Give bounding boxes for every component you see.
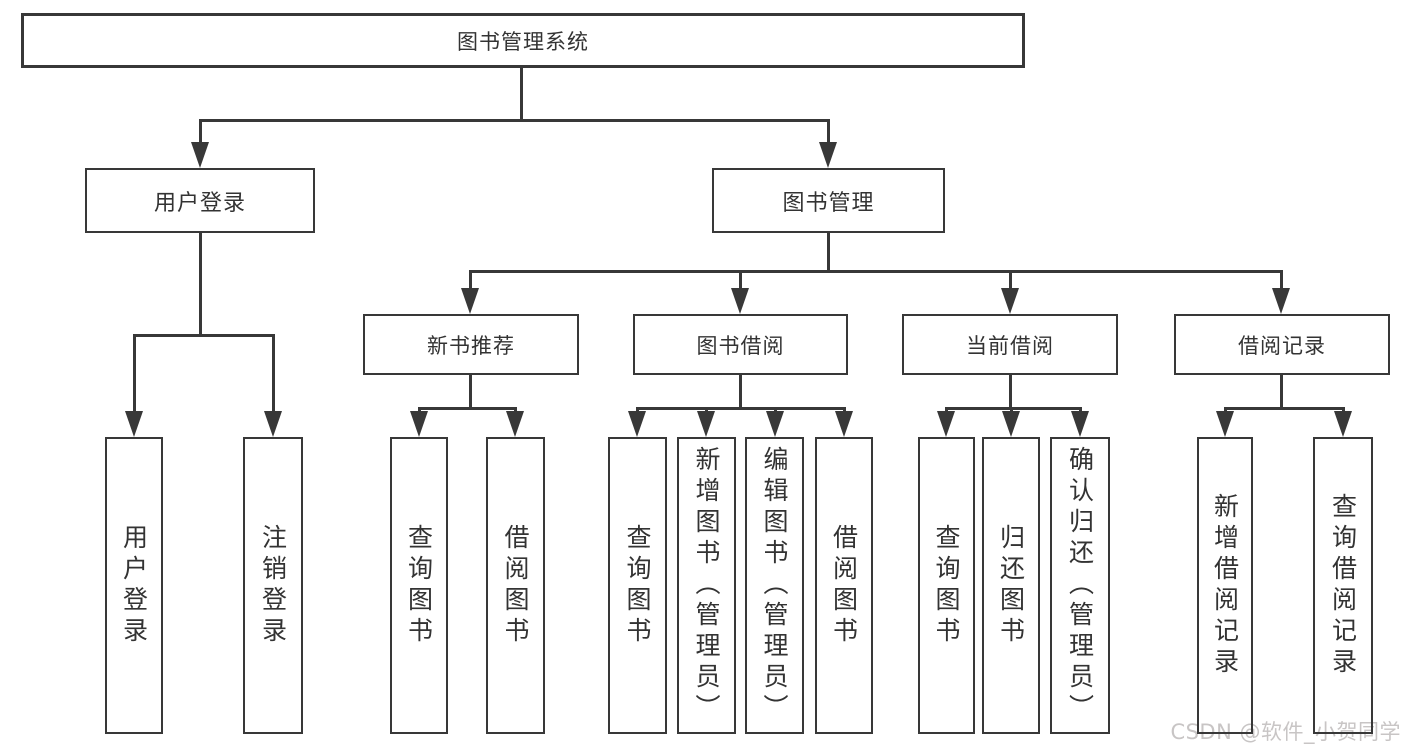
connector-vline: [1280, 270, 1283, 290]
arrow-down-icon: [766, 411, 784, 437]
leaf-borrow-books: 借阅图书: [815, 437, 873, 734]
arrow-down-icon: [506, 411, 524, 437]
connector-hline: [636, 407, 845, 410]
arrow-down-icon: [1216, 411, 1234, 437]
connector-vline: [1009, 270, 1012, 290]
node-borrowing-records: 借阅记录: [1174, 314, 1390, 375]
connector-vline: [133, 334, 136, 413]
connector-vline: [199, 119, 202, 145]
arrow-down-icon: [1002, 411, 1020, 437]
node-current-borrowing: 当前借阅: [902, 314, 1118, 375]
connector-vline: [469, 374, 472, 409]
leaf-logout: 注销登录: [243, 437, 303, 734]
leaf-return-books: 归还图书: [982, 437, 1040, 734]
connector-vline: [827, 119, 830, 145]
arrow-down-icon: [937, 411, 955, 437]
leaf-edit-books-admin: 编辑图书（管理员）: [745, 437, 804, 734]
leaf-confirm-return-admin: 确认归还（管理员）: [1050, 437, 1110, 734]
connector-vline: [739, 270, 742, 290]
connector-vline: [1280, 374, 1283, 409]
connector-hline: [1224, 407, 1344, 410]
leaf-query-books-borrow: 查询图书: [608, 437, 667, 734]
arrow-down-icon: [628, 411, 646, 437]
arrow-down-icon: [264, 411, 282, 437]
leaf-query-borrow-record: 查询借阅记录: [1313, 437, 1373, 734]
leaf-user-login: 用户登录: [105, 437, 163, 734]
arrow-down-icon: [835, 411, 853, 437]
connector-vline: [827, 233, 830, 272]
node-user-login: 用户登录: [85, 168, 315, 233]
leaf-query-books-recommend: 查询图书: [390, 437, 448, 734]
leaf-borrow-books-recommend: 借阅图书: [486, 437, 545, 734]
connector-vline: [199, 233, 202, 335]
arrow-down-icon: [697, 411, 715, 437]
leaf-add-borrow-record: 新增借阅记录: [1197, 437, 1253, 734]
leaf-add-books-admin: 新增图书（管理员）: [677, 437, 736, 734]
arrow-down-icon: [1001, 288, 1019, 314]
arrow-down-icon: [1334, 411, 1352, 437]
node-book-management-system: 图书管理系统: [21, 13, 1025, 68]
connector-vline: [469, 270, 472, 290]
node-new-book-recommendation: 新书推荐: [363, 314, 579, 375]
arrow-down-icon: [191, 142, 209, 168]
arrow-down-icon: [819, 142, 837, 168]
arrow-down-icon: [1071, 411, 1089, 437]
node-book-management: 图书管理: [712, 168, 945, 233]
connector-hline: [418, 407, 517, 410]
leaf-query-books-current: 查询图书: [918, 437, 975, 734]
csdn-watermark: CSDN @软件_小贺同学: [1170, 720, 1401, 744]
connector-hline: [469, 270, 1283, 273]
arrow-down-icon: [1272, 288, 1290, 314]
connector-vline: [520, 68, 523, 119]
connector-vline: [1009, 374, 1012, 409]
connector-hline: [945, 407, 1081, 410]
arrow-down-icon: [125, 411, 143, 437]
connector-hline: [199, 119, 830, 122]
node-book-borrowing: 图书借阅: [633, 314, 848, 375]
arrow-down-icon: [410, 411, 428, 437]
connector-hline: [133, 334, 275, 337]
connector-vline: [739, 374, 742, 409]
arrow-down-icon: [461, 288, 479, 314]
connector-vline: [272, 334, 275, 413]
arrow-down-icon: [731, 288, 749, 314]
